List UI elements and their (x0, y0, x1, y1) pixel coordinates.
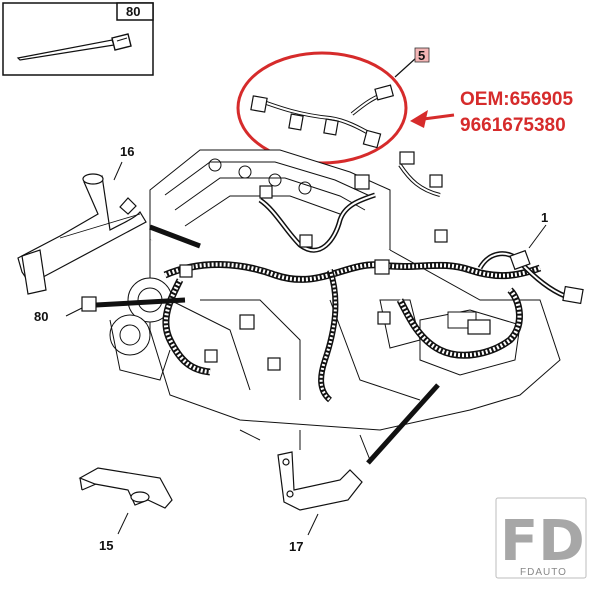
inset-label-box (116, 2, 154, 21)
oem-line-1: OEM:656905 (460, 89, 573, 110)
highlight-part-5: 5 (236, 47, 430, 165)
label-17: 17 (289, 539, 303, 554)
injector-harness-icon (250, 84, 395, 149)
clip-80-icon (81, 296, 97, 312)
oem-line-2: 9661675380 (460, 115, 566, 136)
cable-tie-icon (16, 33, 132, 61)
label-15: 15 (99, 538, 113, 553)
bracket-17 (277, 451, 363, 511)
air-duct-16 (17, 173, 147, 295)
inset-cable-tie: 80 (2, 2, 154, 76)
label-80: 80 (34, 309, 48, 324)
oem-arrow (410, 110, 455, 128)
bracket-15 (78, 467, 173, 509)
label-box-5 (414, 47, 430, 63)
fdauto-logo: FD FDAUTO (495, 497, 587, 579)
label-5: 5 (418, 48, 425, 63)
inset-label-80: 80 (126, 4, 140, 19)
label-1: 1 (541, 210, 548, 225)
logo-mark: FD (500, 509, 585, 574)
leader-lines (95, 224, 440, 465)
logo-sub: FDAUTO (520, 567, 567, 578)
label-16: 16 (120, 144, 134, 159)
harness-connectors (179, 151, 584, 371)
engine-block (109, 149, 561, 461)
